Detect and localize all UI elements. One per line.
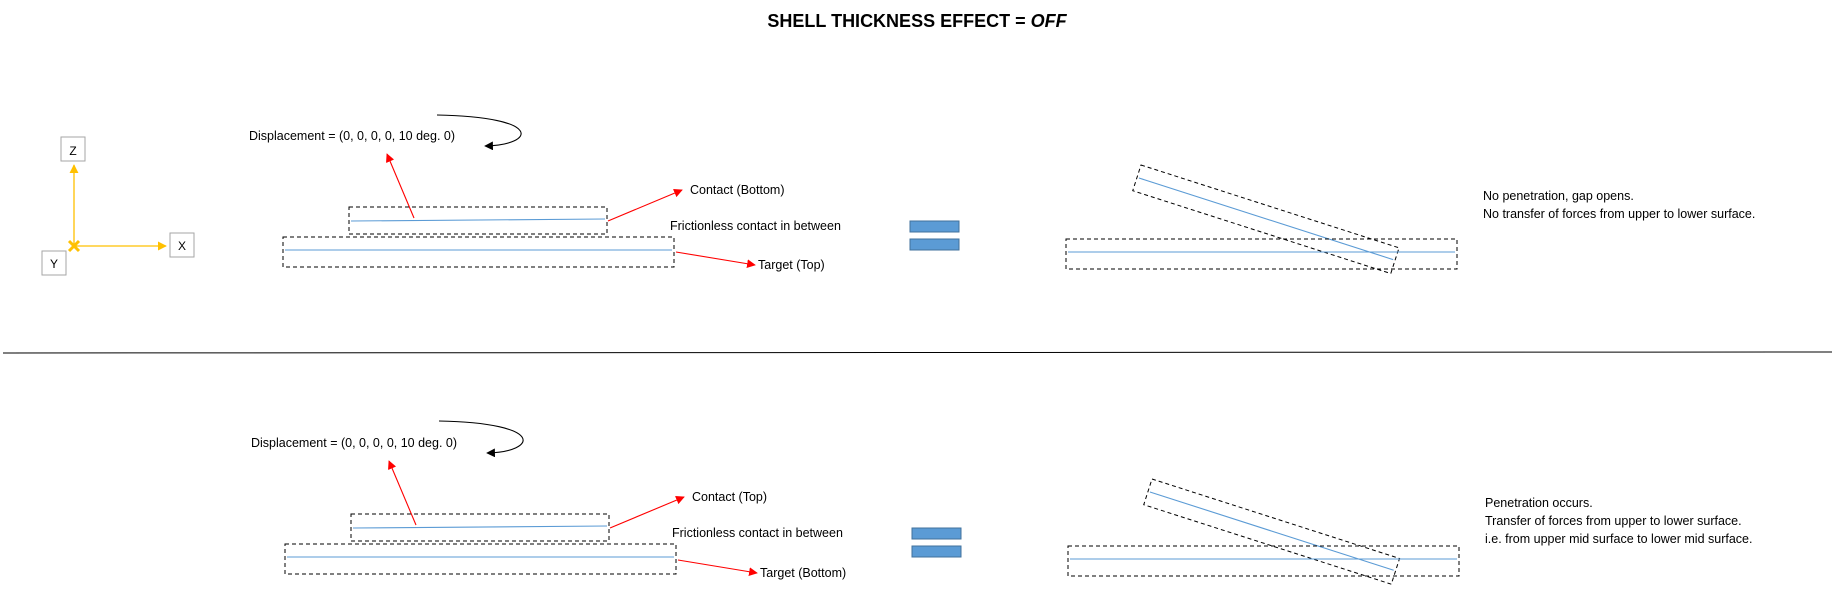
page-title: SHELL THICKNESS EFFECT = OFF bbox=[767, 11, 1067, 31]
contact-arrow-top bbox=[607, 189, 683, 222]
equals-sign-bottom bbox=[911, 527, 962, 558]
z-label: Z bbox=[69, 144, 76, 158]
upper-mid-surface-top bbox=[350, 218, 606, 222]
result-line: i.e. from upper mid surface to lower mid… bbox=[1485, 532, 1752, 546]
rotated-upper-shell-top bbox=[1132, 164, 1400, 275]
result-text-bottom: Penetration occurs. Transfer of forces f… bbox=[1485, 496, 1752, 546]
upper-mid-surface-bottom bbox=[352, 525, 608, 529]
section-divider bbox=[2, 351, 1833, 354]
top-case: Displacement = (0, 0, 0, 0, 10 deg. 0) C… bbox=[249, 114, 1755, 275]
x-label: X bbox=[178, 239, 186, 253]
displacement-label-top: Displacement = (0, 0, 0, 0, 10 deg. 0) bbox=[249, 129, 455, 143]
result-line: Penetration occurs. bbox=[1485, 496, 1593, 510]
result-lower-shell-bottom bbox=[1067, 545, 1460, 577]
target-arrow-bottom bbox=[677, 559, 758, 577]
result-line: No transfer of forces from upper to lowe… bbox=[1483, 207, 1755, 221]
coordinate-system: Z X Y bbox=[41, 136, 195, 276]
y-label: Y bbox=[50, 257, 58, 271]
lower-shell-top bbox=[282, 236, 675, 268]
result-lower-shell-top bbox=[1065, 238, 1458, 270]
x-label-box bbox=[169, 232, 195, 258]
bottom-case: Displacement = (0, 0, 0, 0, 10 deg. 0) C… bbox=[251, 420, 1752, 585]
displacement-label-bottom: Displacement = (0, 0, 0, 0, 10 deg. 0) bbox=[251, 436, 457, 450]
y-axis-marker bbox=[67, 239, 81, 253]
target-label-top: Target (Top) bbox=[758, 258, 825, 272]
displacement-arrow-bottom bbox=[388, 460, 417, 526]
title-value: OFF bbox=[1031, 11, 1068, 31]
title-main: SHELL THICKNESS EFFECT = bbox=[767, 11, 1030, 31]
z-label-box bbox=[60, 136, 86, 162]
frictionless-label-bottom: Frictionless contact in between bbox=[672, 526, 843, 540]
upper-shell-top bbox=[348, 206, 608, 235]
rotation-arrow-top bbox=[436, 114, 522, 151]
contact-arrow-bottom bbox=[609, 496, 685, 529]
y-label-box bbox=[41, 250, 67, 276]
upper-shell-bottom bbox=[350, 513, 610, 542]
result-text-top: No penetration, gap opens. No transfer o… bbox=[1483, 189, 1755, 221]
displacement-arrow-top bbox=[386, 153, 415, 219]
target-arrow-top bbox=[675, 251, 756, 269]
result-line: No penetration, gap opens. bbox=[1483, 189, 1634, 203]
result-line: Transfer of forces from upper to lower s… bbox=[1485, 514, 1742, 528]
lower-shell-bottom bbox=[284, 543, 677, 575]
target-label-bottom: Target (Bottom) bbox=[760, 566, 846, 580]
contact-label-top: Contact (Bottom) bbox=[690, 183, 784, 197]
frictionless-label-top: Frictionless contact in between bbox=[670, 219, 841, 233]
contact-label-bottom: Contact (Top) bbox=[692, 490, 767, 504]
rotated-upper-shell-bottom bbox=[1143, 478, 1401, 585]
rotation-arrow-bottom bbox=[438, 420, 524, 458]
equals-sign-top bbox=[909, 220, 960, 251]
